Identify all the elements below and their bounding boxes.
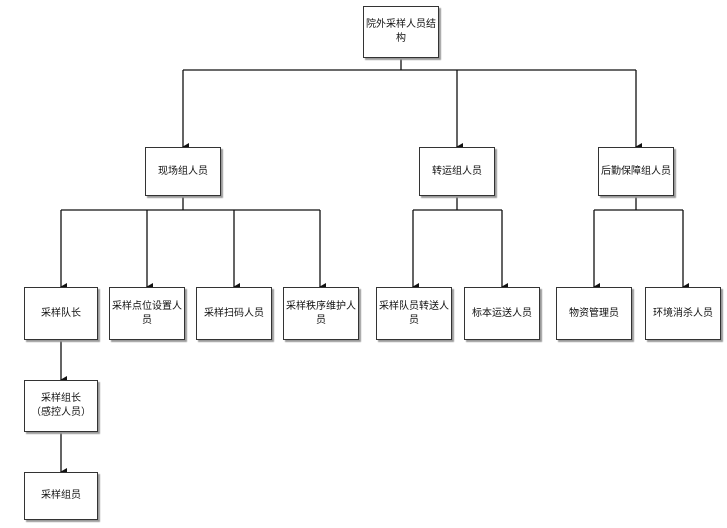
node-order-staff: 采样秩序维护人员 (283, 287, 359, 340)
node-onsite-group: 现场组人员 (145, 147, 221, 196)
node-team-leader-label: 采样队长 (41, 307, 81, 319)
node-site-setup: 采样点位设置人员 (109, 287, 185, 340)
node-onsite-group-label: 现场组人员 (158, 165, 208, 177)
node-group-member: 采样组员 (24, 472, 98, 520)
node-supplies-manager: 物资管理员 (556, 287, 632, 340)
node-root-label: 院外采样人员结构 (366, 19, 436, 44)
node-scan-staff-label: 采样扫码人员 (204, 307, 264, 319)
node-logistics-group-label: 后勤保障组人员 (601, 165, 671, 177)
node-group-leader-line2: （感控人员） (31, 407, 91, 418)
node-group-leader: 采样组长 （感控人员） (24, 380, 98, 432)
node-member-transfer: 采样队员转送人员 (376, 287, 452, 340)
node-group-leader-line1: 采样组长 (41, 393, 81, 404)
node-supplies-manager-label: 物资管理员 (569, 307, 619, 319)
node-specimen-transport-label: 标本运送人员 (472, 307, 532, 319)
node-scan-staff: 采样扫码人员 (196, 287, 272, 340)
node-disinfection-staff: 环境消杀人员 (645, 287, 721, 340)
node-disinfection-staff-label: 环境消杀人员 (653, 307, 713, 319)
node-group-member-label: 采样组员 (41, 490, 81, 501)
node-order-staff-label: 采样秩序维护人员 (286, 300, 356, 326)
node-specimen-transport: 标本运送人员 (464, 287, 540, 340)
node-root: 院外采样人员结构 (363, 6, 439, 58)
node-member-transfer-label: 采样队员转送人员 (379, 300, 449, 326)
node-transport-group: 转运组人员 (419, 147, 495, 196)
node-team-leader: 采样队长 (24, 287, 98, 340)
node-site-setup-label: 采样点位设置人员 (112, 300, 182, 326)
node-transport-group-label: 转运组人员 (432, 165, 482, 177)
node-logistics-group: 后勤保障组人员 (598, 147, 674, 196)
